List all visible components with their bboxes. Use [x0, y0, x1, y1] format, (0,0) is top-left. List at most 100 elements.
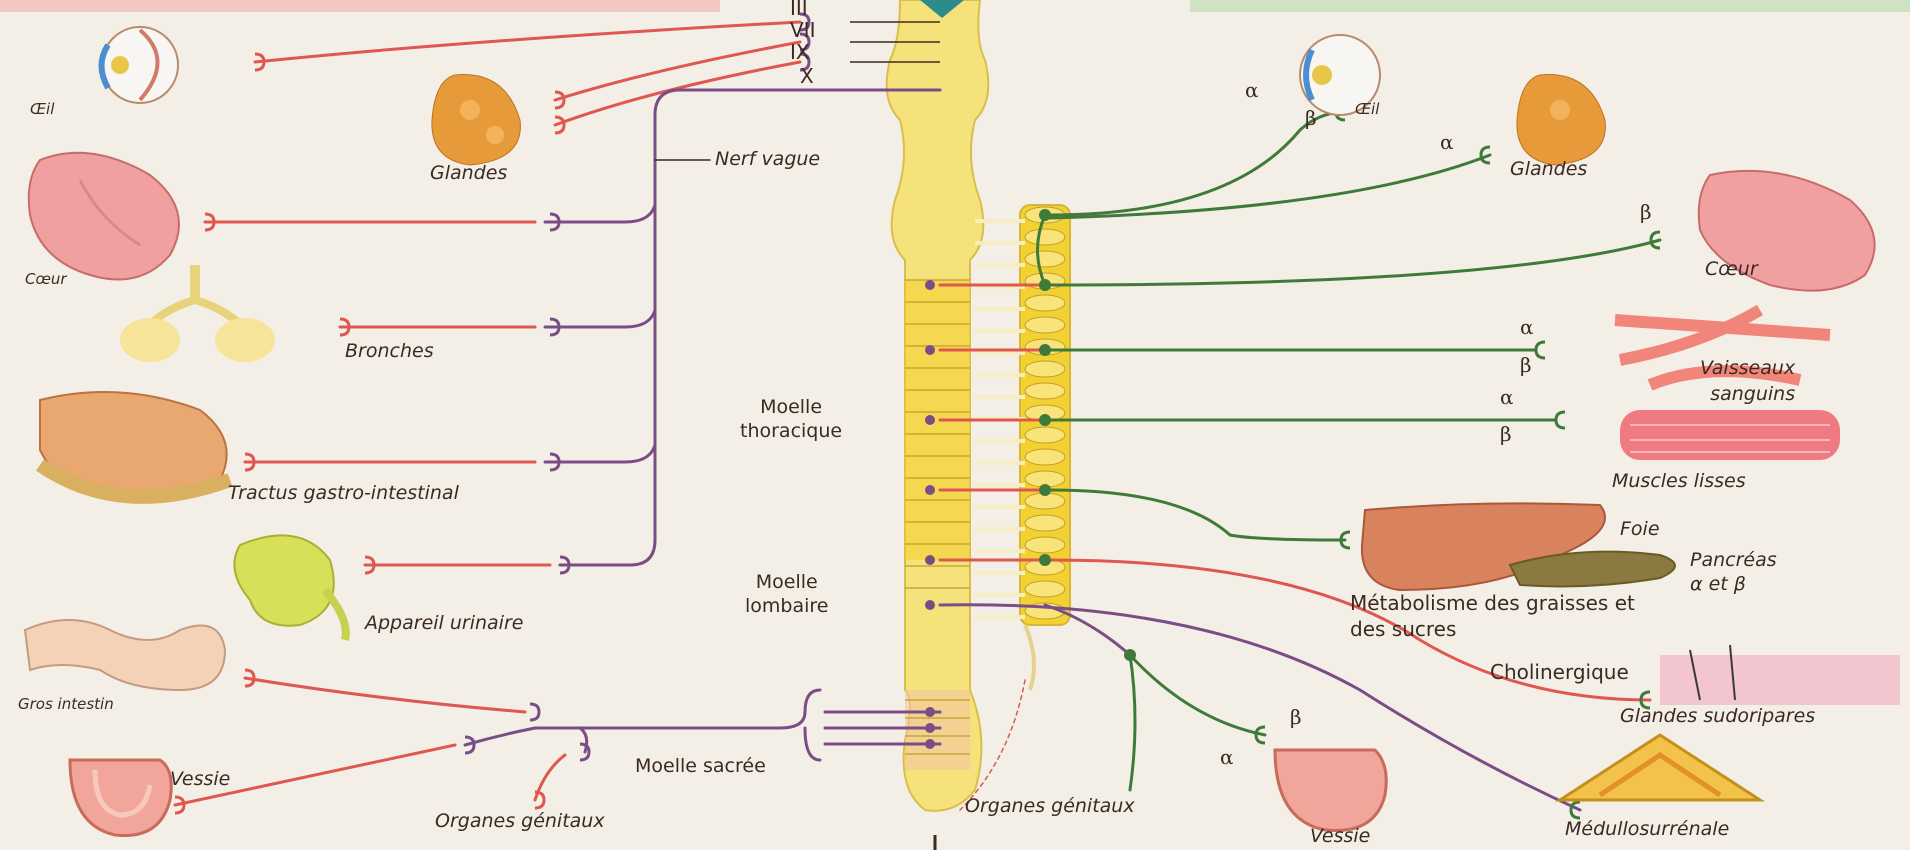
right-glands-label: Glandes: [1510, 158, 1587, 180]
cord-origin-dot: [925, 739, 935, 749]
chain-ganglion: [1025, 317, 1065, 333]
chain-ganglion: [1025, 295, 1065, 311]
vessels-label: Vaisseaux sanguins: [1700, 355, 1795, 407]
intestine-icon: [25, 620, 225, 690]
right-eye-label: Œil: [1355, 100, 1379, 118]
adrenal-medulla-label: Médullosurrénale: [1565, 818, 1729, 840]
left-bladder-label: Vessie: [170, 768, 230, 790]
eye-alpha-receptor: α: [1245, 78, 1259, 102]
heart-icon: [29, 153, 179, 280]
gland-alpha-receptor: α: [1440, 130, 1454, 154]
heart-beta-receptor: β: [1640, 200, 1652, 224]
vessel-beta-receptor: β: [1520, 353, 1532, 377]
chain-ganglion: [1025, 581, 1065, 597]
sacral-pelvic-nerve: [535, 690, 820, 728]
thoracic-cord-label: Moelle thoracique: [740, 395, 842, 443]
chain-ganglion: [1025, 515, 1065, 531]
spinal-cord: [887, 0, 989, 811]
vessel-alpha-receptor: α: [1520, 315, 1534, 339]
cord-origin-dot: [925, 345, 935, 355]
chain-ganglion: [1025, 361, 1065, 377]
cord-origin-dot: [925, 555, 935, 565]
smooth-muscle-icon: [1620, 410, 1840, 460]
bronchi-vagus-branch: [545, 310, 655, 327]
smooth-muscle-label: Muscles lisses: [1612, 470, 1746, 492]
liver-sympathetic-fiber: [1050, 490, 1345, 540]
left-genital-label: Organes génitaux: [435, 810, 605, 832]
cranial-nerve-vii: VII: [790, 18, 815, 42]
heart-sympathetic-fiber: [1050, 240, 1660, 285]
sympathetic-ganglion-chain: [975, 205, 1070, 690]
left-heart-label: Cœur: [25, 270, 67, 288]
right-genital-label: Organes génitaux: [965, 795, 1135, 817]
synapse-cup: [1536, 342, 1545, 358]
cord-origin-dot: [925, 707, 935, 717]
cord-origin-dot: [925, 415, 935, 425]
gi-tract-label: Tractus gastro-intestinal: [228, 482, 459, 504]
chain-ganglion: [1025, 383, 1065, 399]
gland-icon: [1517, 75, 1606, 165]
cord-origin-dot: [925, 280, 935, 290]
ganglion-synapse-dot: [1039, 279, 1051, 291]
gland-sympathetic-fiber: [1050, 155, 1490, 218]
right-heart-label: Cœur: [1705, 258, 1758, 280]
lumbar-cord-label: Moelle lombaire: [745, 570, 828, 618]
synapse-cup: [1556, 412, 1565, 428]
vagus-nerve-label: Nerf vague: [715, 148, 820, 170]
left-glands-label: Glandes: [430, 162, 507, 184]
sacral-cord-label: Moelle sacrée: [635, 755, 766, 777]
chain-ganglion: [1025, 537, 1065, 553]
urinary-label: Appareil urinaire: [365, 612, 523, 634]
bladder-icon: [1275, 750, 1386, 831]
eye-beta-receptor: β: [1305, 106, 1317, 130]
gi-vagus-branch: [545, 445, 655, 462]
genital-sympathetic-fiber: [1130, 655, 1135, 790]
lungs-icon: [120, 265, 275, 362]
heart-vagus-branch: [545, 205, 655, 222]
eye-icon: [102, 27, 179, 103]
ganglion-synapse-dot: [1039, 209, 1051, 221]
sacral-bracket: [805, 728, 820, 760]
header-band-right: [1190, 0, 1910, 12]
chain-ganglion: [1025, 449, 1065, 465]
chain-ganglion: [1025, 427, 1065, 443]
ganglion-synapse-dot: [1039, 554, 1051, 566]
right-bladder-label: Vessie: [1310, 825, 1370, 847]
ganglion-synapse-dot: [1039, 414, 1051, 426]
pancreas-label: Pancréas α et β: [1690, 548, 1777, 596]
large-intestine-label: Gros intestin: [18, 695, 114, 713]
ganglion-synapse-dot: [1039, 344, 1051, 356]
cranial-nerve-ix: IX: [790, 40, 810, 64]
kidney-icon: [234, 535, 345, 640]
ganglion-synapse-dot: [1039, 484, 1051, 496]
stomach-icon: [40, 392, 230, 503]
bladder-pelvic-branch: [465, 728, 535, 745]
cholinergic-label: Cholinergique: [1490, 660, 1629, 684]
left-eye-label: Œil: [30, 100, 54, 118]
genital-alpha-receptor: α: [1220, 745, 1234, 769]
chain-ganglion: [1025, 229, 1065, 245]
cranial-nerve-x: X: [800, 64, 814, 88]
bladder-sympathetic-fiber: [1130, 655, 1265, 735]
gland-line-2: [555, 62, 800, 125]
adrenal-icon: [1560, 735, 1760, 800]
bladder-beta-receptor: β: [1290, 705, 1302, 729]
metabolism-label: Métabolisme des graisses et des sucres: [1350, 590, 1635, 642]
cord-origin-dot: [925, 723, 935, 733]
bladder-icon: [70, 760, 171, 836]
chain-ganglion: [1025, 251, 1065, 267]
genital-pelvic-branch: [580, 728, 587, 752]
cord-origin-dot: [925, 600, 935, 610]
liver-label: Foie: [1620, 518, 1660, 540]
chain-tail: [1025, 625, 1034, 690]
bronchi-label: Bronches: [345, 340, 434, 362]
cord-origin-dot: [925, 485, 935, 495]
colon-postganglionic: [245, 678, 525, 712]
muscle-alpha-receptor: α: [1500, 385, 1514, 409]
eye-postganglionic-line: [255, 22, 800, 62]
gland-icon: [432, 75, 521, 165]
sweat-gland-label: Glandes sudoripares: [1620, 705, 1815, 727]
ganglion-synapse-dot: [1124, 649, 1136, 661]
muscle-beta-receptor: β: [1500, 422, 1512, 446]
